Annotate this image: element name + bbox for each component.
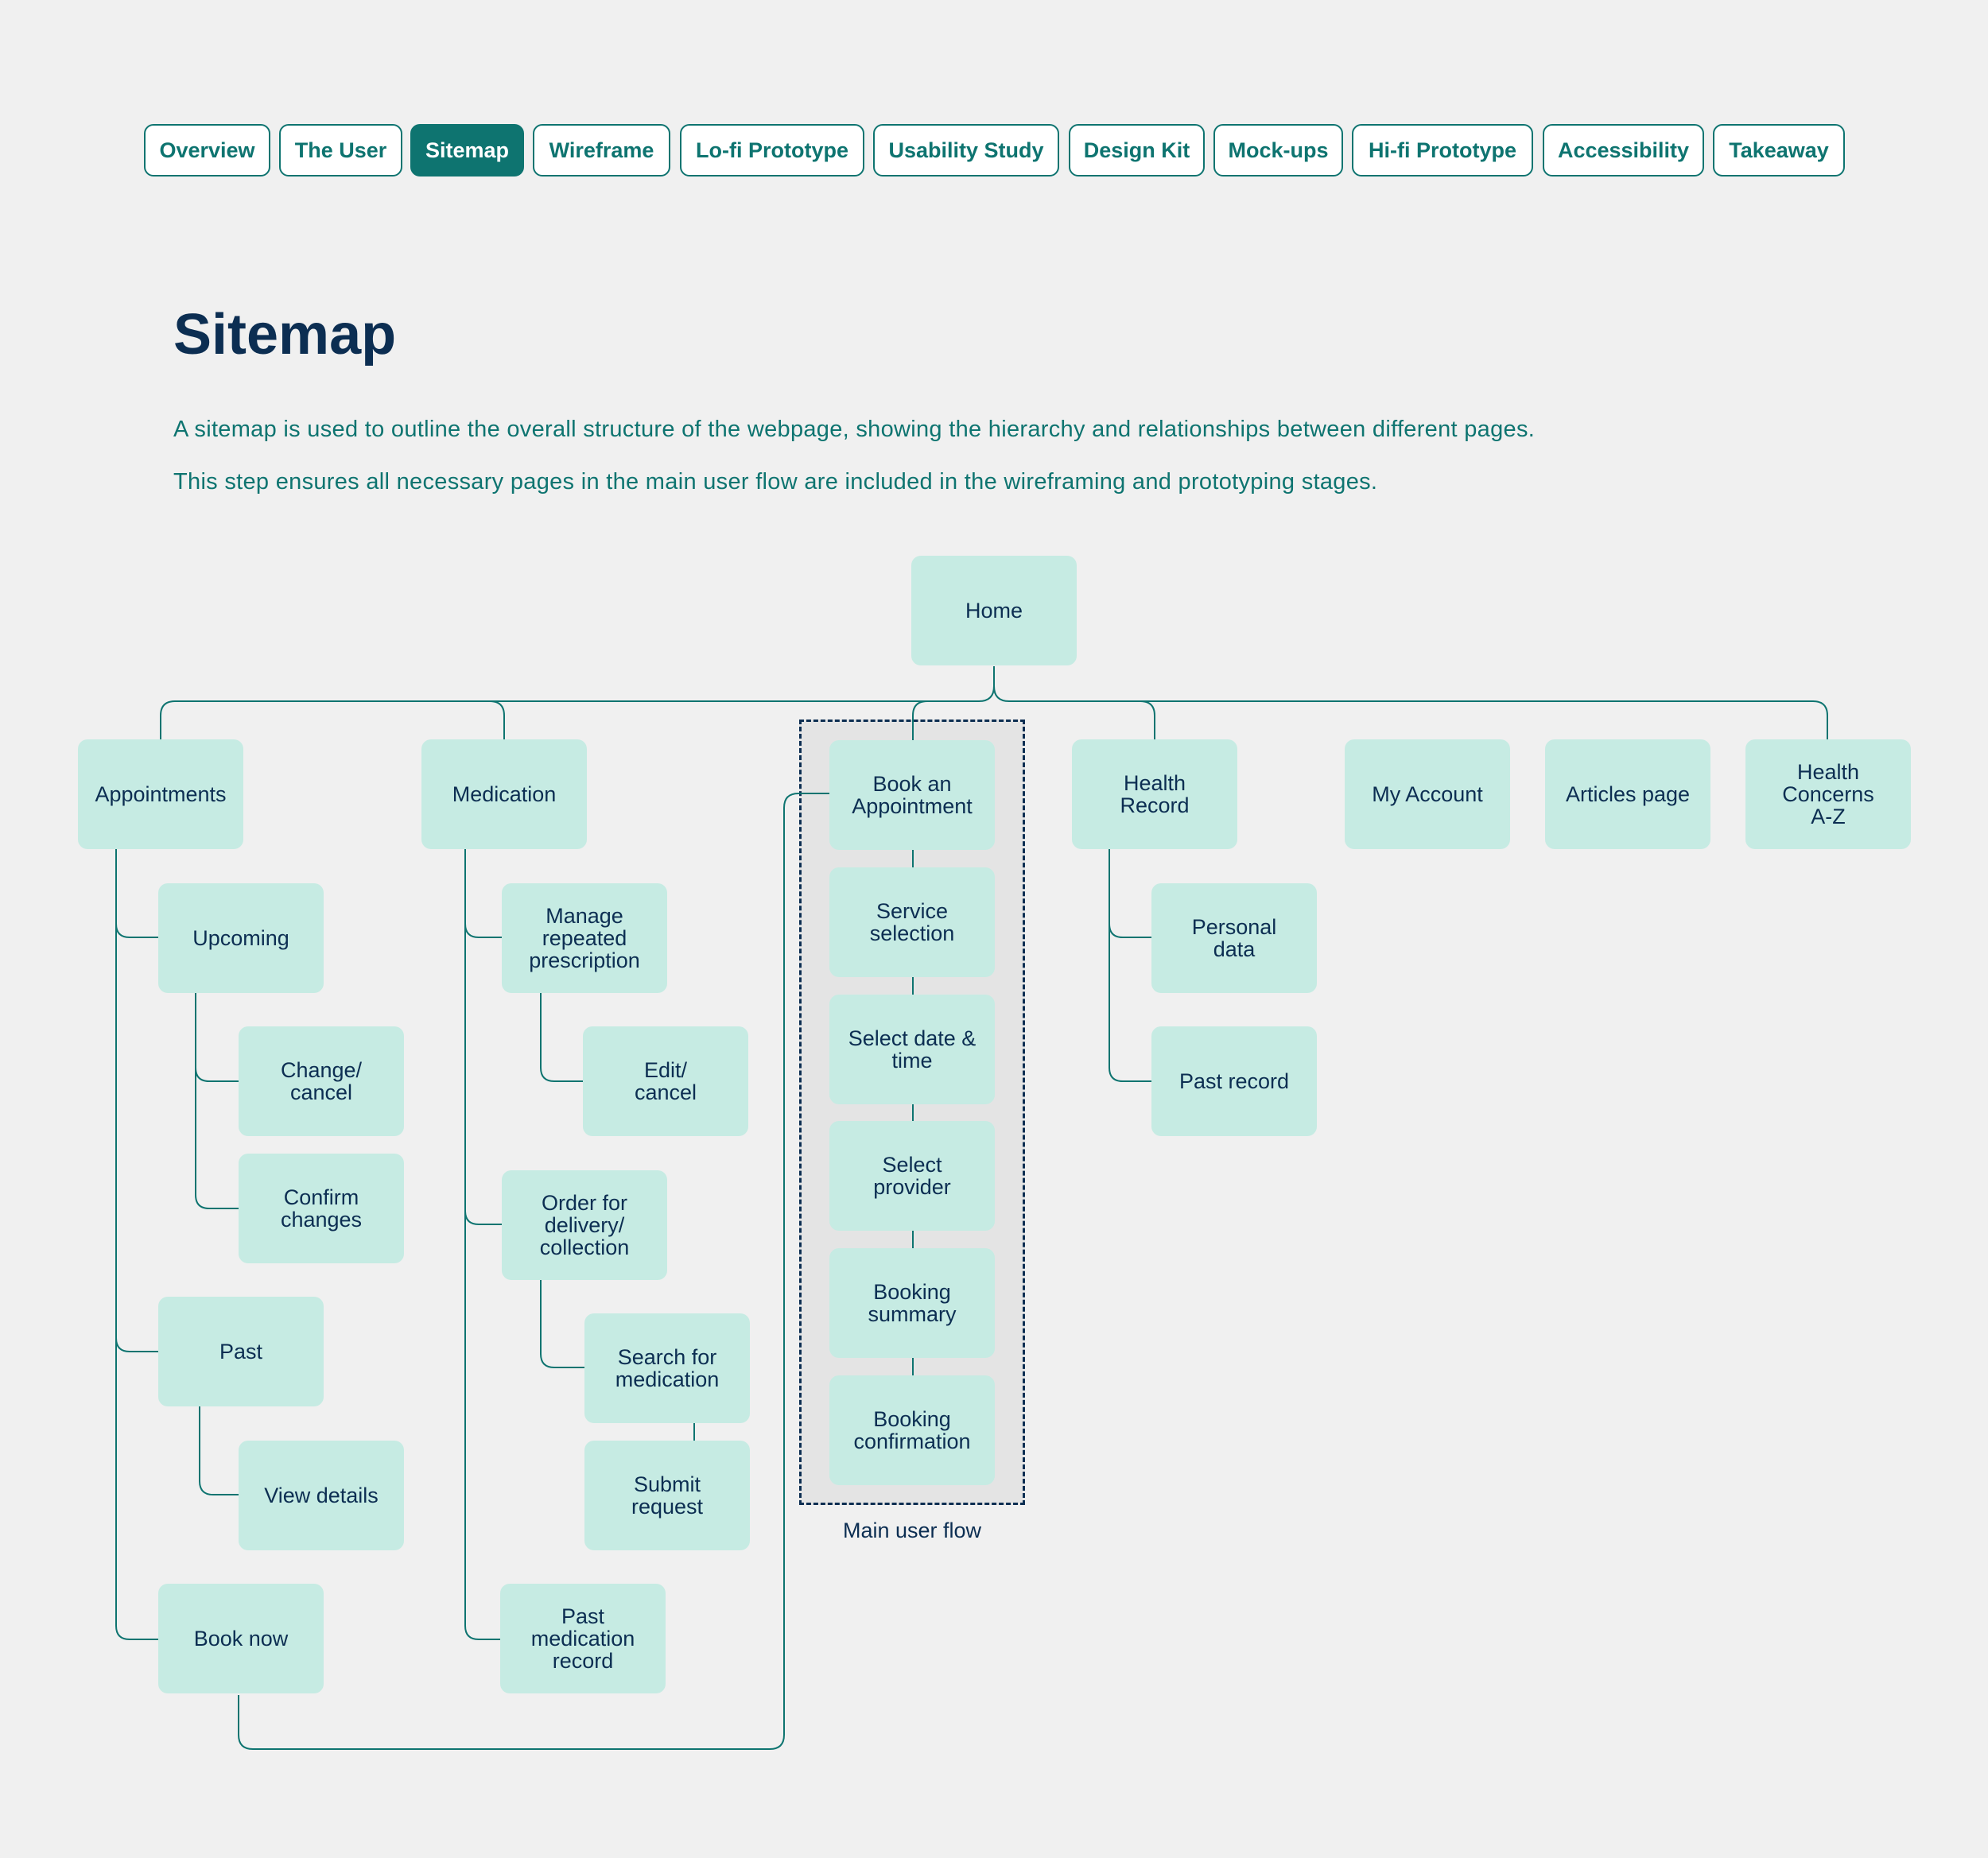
tab-takeaway[interactable]: Takeaway: [1713, 124, 1845, 176]
node-articles-page[interactable]: Articles page: [1545, 739, 1710, 849]
page-title: Sitemap: [173, 303, 397, 367]
tab-wireframe[interactable]: Wireframe: [533, 124, 670, 176]
node-past[interactable]: Past: [158, 1297, 324, 1406]
node-upcoming[interactable]: Upcoming: [158, 883, 324, 993]
node-search-medication[interactable]: Search for medication: [584, 1313, 750, 1423]
node-select-date-time[interactable]: Select date & time: [829, 995, 995, 1104]
node-booking-confirmation[interactable]: Booking confirmation: [829, 1375, 995, 1485]
tab-lofi-prototype[interactable]: Lo-fi Prototype: [680, 124, 864, 176]
tab-overview[interactable]: Overview: [144, 124, 270, 176]
node-change-cancel[interactable]: Change/ cancel: [239, 1026, 404, 1136]
tab-hifi-prototype[interactable]: Hi-fi Prototype: [1352, 124, 1533, 176]
node-book-now[interactable]: Book now: [158, 1584, 324, 1693]
node-past-medication-record[interactable]: Past medication record: [500, 1584, 666, 1693]
node-service-selection[interactable]: Service selection: [829, 867, 995, 977]
node-medication[interactable]: Medication: [421, 739, 587, 849]
node-select-provider[interactable]: Select provider: [829, 1121, 995, 1231]
node-health-concerns-a-z[interactable]: Health Concerns A-Z: [1745, 739, 1911, 849]
main-user-flow-label: Main user flow: [842, 1519, 982, 1542]
node-home[interactable]: Home: [911, 556, 1077, 665]
node-health-record[interactable]: Health Record: [1072, 739, 1237, 849]
tab-usability-study[interactable]: Usability Study: [873, 124, 1059, 176]
tab-accessibility[interactable]: Accessibility: [1543, 124, 1704, 176]
node-order-delivery-collection[interactable]: Order for delivery/ collection: [502, 1170, 667, 1280]
node-edit-cancel[interactable]: Edit/ cancel: [583, 1026, 748, 1136]
node-my-account[interactable]: My Account: [1345, 739, 1510, 849]
node-past-record[interactable]: Past record: [1151, 1026, 1317, 1136]
section-nav: Overview The User Sitemap Wireframe Lo-f…: [0, 0, 1988, 239]
node-view-details[interactable]: View details: [239, 1441, 404, 1550]
node-manage-repeated-prescription[interactable]: Manage repeated prescription: [502, 883, 667, 993]
node-confirm-changes[interactable]: Confirm changes: [239, 1154, 404, 1263]
tab-sitemap[interactable]: Sitemap: [410, 124, 524, 176]
tab-design-kit[interactable]: Design Kit: [1069, 124, 1205, 176]
node-booking-summary[interactable]: Booking summary: [829, 1248, 995, 1358]
node-personal-data[interactable]: Personal data: [1151, 883, 1317, 993]
tab-the-user[interactable]: The User: [279, 124, 402, 176]
node-appointments[interactable]: Appointments: [78, 739, 243, 849]
tab-mock-ups[interactable]: Mock-ups: [1213, 124, 1343, 176]
node-submit-request[interactable]: Submit request: [584, 1441, 750, 1550]
node-book-an-appointment[interactable]: Book an Appointment: [829, 740, 995, 850]
description-paragraph-1: A sitemap is used to outline the overall…: [173, 417, 1536, 442]
description-paragraph-2: This step ensures all necessary pages in…: [173, 469, 1378, 495]
